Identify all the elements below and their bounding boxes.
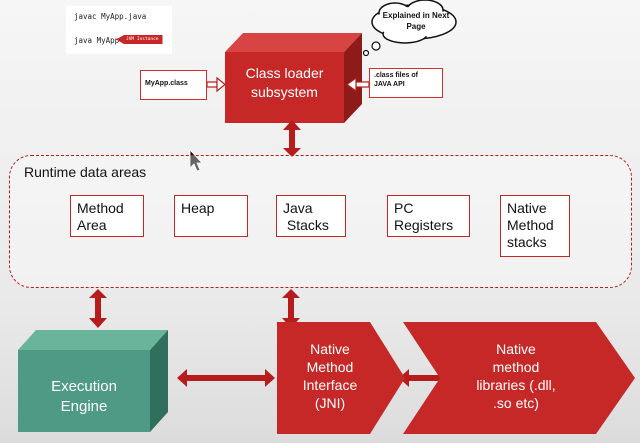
jni-line2: Method — [306, 359, 354, 375]
execution-engine-line2: Engine — [60, 398, 108, 415]
jvm-instance-tag: JVM Instance — [116, 35, 163, 44]
execution-engine-box — [18, 330, 168, 432]
heap-label: Heap — [181, 200, 215, 216]
class-loader-box — [225, 33, 362, 123]
native-libraries-line3: libraries (.dll, — [476, 377, 556, 393]
loader-runtime-arrow — [283, 120, 301, 157]
pc-registers-line1: PC — [394, 200, 414, 216]
pc-registers-box: PC Registers — [387, 195, 470, 237]
cloud-shape — [358, 0, 457, 60]
java-stacks-line2: Stacks — [283, 217, 329, 233]
runtime-engine-arrow — [89, 289, 107, 328]
java-stacks-box: Java Stacks — [276, 195, 346, 237]
engine-jni-arrow — [177, 369, 275, 387]
native-libraries-line2: method — [492, 359, 540, 375]
native-stacks-line1: Native — [507, 200, 547, 216]
libraries-chevron — [403, 322, 635, 434]
native-libraries-line1: Native — [496, 341, 536, 357]
class-loader-label: Class loader subsystem — [225, 64, 344, 102]
java-api-line2: JAVA API — [374, 81, 405, 88]
compile-command: javac MyApp.java — [74, 12, 147, 21]
command-snippet: javac MyApp.java java MyApp JVM Instance — [66, 6, 172, 54]
native-libraries-label: Native method libraries (.dll, .so etc) — [456, 340, 576, 412]
native-stacks-line3: stacks — [507, 234, 547, 250]
cloud-note: Explained in Next Page — [378, 10, 454, 32]
method-area-box: Method Area — [70, 195, 144, 237]
native-method-stacks-box: Native Method stacks — [500, 195, 570, 257]
heap-box: Heap — [174, 195, 248, 237]
run-command: java MyApp — [74, 36, 120, 45]
pc-registers-line2: Registers — [394, 217, 454, 233]
cloud-note-text: Explained in Next Page — [382, 11, 450, 31]
java-stacks-line1: Java — [283, 200, 313, 216]
jni-label: Native Method Interface (JNI) — [280, 340, 380, 412]
jni-line3: Interface — [302, 377, 358, 393]
class-loader-line1: Class loader — [245, 65, 324, 81]
myapp-class-label: MyApp.class — [145, 80, 188, 87]
jni-line1: Native — [310, 341, 350, 357]
method-area-line2: Area — [77, 217, 107, 233]
myapp-class-box: MyApp.class — [140, 70, 207, 100]
myapp-to-loader-arrow — [206, 76, 226, 93]
native-stacks-line2: Method — [507, 217, 554, 233]
native-libraries-line4: .so etc) — [493, 395, 539, 411]
method-area-line1: Method — [77, 200, 124, 216]
runtime-label: Runtime data areas — [24, 164, 147, 180]
execution-engine-label: Execution Engine — [18, 377, 150, 417]
jni-line4: (JNI) — [314, 395, 346, 411]
java-api-box: .class files of JAVA API — [369, 68, 443, 98]
class-loader-line2: subsystem — [251, 84, 318, 100]
java-api-line1: .class files of — [374, 72, 418, 79]
jni-chevron — [277, 322, 405, 434]
execution-engine-line1: Execution — [51, 378, 117, 395]
